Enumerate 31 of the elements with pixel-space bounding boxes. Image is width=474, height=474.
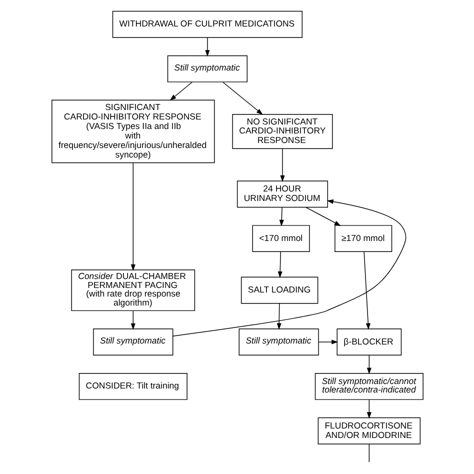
node-box: CONSIDER: Tilt training (78, 372, 187, 400)
arrow (130, 310, 135, 330)
arrow (204, 37, 210, 57)
arrow (363, 251, 370, 330)
node-box: Still symptomatic/cannot tolerate/contra-indicated (314, 372, 423, 400)
arrow (318, 340, 338, 344)
arrow (172, 199, 406, 336)
node-box: Still symptomatic (92, 328, 173, 356)
arrow (278, 206, 284, 226)
node-box: ≥170 mmol (334, 225, 392, 252)
arrow (280, 148, 284, 182)
node-box: WITHDRAWAL OF CULPRIT MEDICATIONS (112, 10, 302, 38)
node-box: <170 mmol (252, 225, 310, 252)
node-box: FLUDROCORTISONE AND/OR MIDODRINE (317, 417, 420, 444)
node-box: 24 HOUR URINARY SODIUM (236, 180, 328, 208)
arrow (305, 206, 340, 226)
arrow (130, 162, 135, 271)
arrow (222, 82, 262, 115)
node-box: Still symptomatic (166, 55, 248, 82)
arrow (366, 399, 371, 419)
arrow (277, 251, 282, 278)
node-box: Still symptomatic (238, 328, 318, 356)
node-box: SALT LOADING (240, 276, 318, 304)
arrow (276, 303, 281, 330)
node-box: β-BLOCKER (336, 328, 402, 356)
connector (368, 444, 370, 462)
arrow (366, 354, 371, 374)
node-box: Consider DUAL-CHAMBER PERMANENT PACING (with rate drop response algorithm) (70, 270, 195, 312)
arrow (169, 82, 192, 101)
node-box: SIGNIFICANT CARDIO-INHIBITORY RESPONSE (VASIS Types IIa and IIb with frequency/severe/injurious/unheralded syncope) (51, 100, 214, 164)
node-box: NO SIGNIFICANT CARDIO-INHIBITORY RESPONSE (232, 114, 332, 149)
